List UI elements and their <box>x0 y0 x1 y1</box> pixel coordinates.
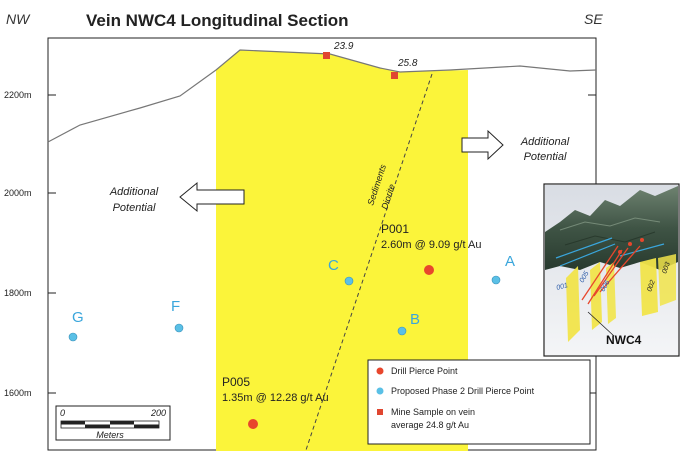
elevation-label: 1800m <box>4 288 32 298</box>
scale-start: 0 <box>60 408 65 418</box>
vein-area <box>216 50 468 451</box>
additional-potential-line1: Additional <box>109 186 159 198</box>
mine-sample-marker <box>323 52 330 59</box>
mine-sample-value: 25.8 <box>397 58 418 69</box>
diagram-title: Vein NWC4 Longitudinal Section <box>86 11 349 30</box>
scale-end: 200 <box>150 408 166 418</box>
legend-proposed-marker <box>376 387 384 395</box>
arrow-right-icon <box>461 129 504 161</box>
elevation-label: 1600m <box>4 388 32 398</box>
mine-sample-marker <box>391 72 398 79</box>
arrow-left-icon <box>179 181 245 213</box>
legend-drill-label: Drill Pierce Point <box>391 366 458 376</box>
scale-bar: 0 200 Meters <box>55 405 171 441</box>
legend-mine-label-1: Mine Sample on vein <box>391 407 475 417</box>
legend-mine-marker <box>377 409 383 415</box>
legend-drill-marker <box>376 367 384 375</box>
additional-potential-line2: Potential <box>524 151 567 163</box>
drill-result: 1.35m @ 12.28 g/t Au <box>222 392 329 404</box>
contact-line <box>305 73 433 451</box>
drill-id: P001 <box>381 222 409 236</box>
inset-vein-label: 002 <box>646 279 657 292</box>
proposed-label: F <box>171 298 180 315</box>
mine-sample-value: 23.9 <box>333 41 354 52</box>
additional-potential-line2: Potential <box>113 202 156 214</box>
inset-pointer-line <box>587 311 615 337</box>
legend: Drill Pierce Point Proposed Phase 2 Dril… <box>367 359 591 445</box>
drill-pierce-point <box>424 265 434 275</box>
proposed-point <box>174 323 184 333</box>
proposed-point <box>491 275 501 285</box>
proposed-label: G <box>72 309 84 326</box>
proposed-label: A <box>505 253 515 270</box>
additional-potential-line1: Additional <box>520 136 570 148</box>
elevation-label: 2200m <box>4 90 32 100</box>
elevation-label: 2000m <box>4 188 32 198</box>
drill-pierce-point <box>248 419 258 429</box>
proposed-point <box>344 276 354 286</box>
corner-se: SE <box>584 11 603 27</box>
inset-vein-label: 006 <box>600 279 612 293</box>
drill-result: 2.60m @ 9.09 g/t Au <box>381 239 481 251</box>
inset-label: NWC4 <box>606 333 642 347</box>
legend-mine-label-2: average 24.8 g/t Au <box>391 420 469 430</box>
legend-proposed-label: Proposed Phase 2 Drill Pierce Point <box>391 386 535 396</box>
scale-unit: Meters <box>96 430 124 440</box>
corner-nw: NW <box>6 11 31 27</box>
inset-vein-label: 005 <box>579 270 591 284</box>
inset-vein-label: 003 <box>661 261 672 274</box>
inset-3d-view: 001 005 006 002 003 NWC4 <box>543 183 680 357</box>
inset-vein-label: 001 <box>556 282 569 292</box>
proposed-point <box>397 326 407 336</box>
proposed-label: C <box>328 257 339 274</box>
drill-id: P005 <box>222 375 250 389</box>
proposed-point <box>68 332 78 342</box>
proposed-label: B <box>410 311 420 328</box>
